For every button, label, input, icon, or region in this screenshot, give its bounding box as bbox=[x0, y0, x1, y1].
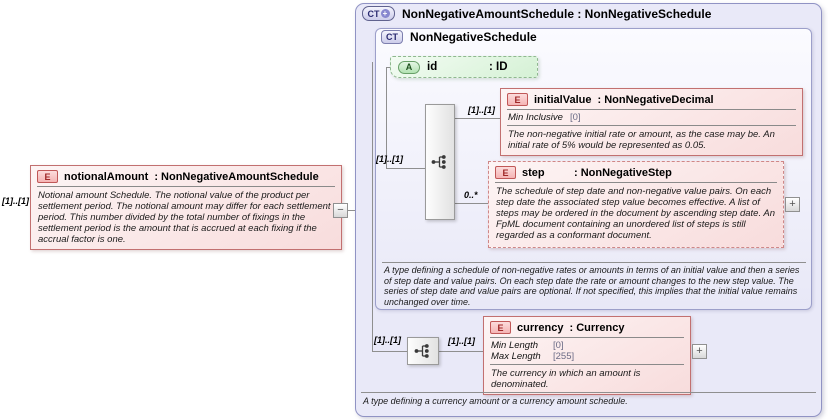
facet-value: [255] bbox=[553, 351, 575, 362]
divider bbox=[495, 182, 777, 183]
element-name: notionalAmount bbox=[64, 170, 149, 183]
element-description: Notional amount Schedule. The notional v… bbox=[38, 190, 331, 245]
element-name: currency bbox=[517, 321, 564, 334]
attribute-type: : ID bbox=[489, 61, 508, 73]
outer-panel-annotation: A type defining a currency amount or a c… bbox=[363, 396, 628, 406]
complex-type-icon: CT bbox=[381, 30, 403, 44]
element-notionalamount[interactable]: E notionalAmount : NonNegativeAmountSche… bbox=[30, 165, 342, 250]
element-type: : NonNegativeStep bbox=[574, 166, 672, 179]
element-description: The non-negative initial rate or amount,… bbox=[508, 129, 775, 151]
element-type: : NonNegativeAmountSchedule bbox=[154, 170, 319, 183]
attribute-icon: A bbox=[398, 60, 420, 74]
facet-row: Min Length [0] bbox=[491, 340, 683, 351]
connector-step-branch bbox=[455, 203, 488, 204]
complex-type-icon-label: CT bbox=[367, 8, 380, 19]
element-title-row: E initialValue : NonNegativeDecimal bbox=[501, 89, 802, 109]
divider bbox=[507, 109, 796, 110]
attribute-name: id bbox=[427, 61, 438, 73]
divider bbox=[37, 186, 335, 187]
sequence-icon bbox=[414, 344, 429, 358]
collapse-button[interactable]: − bbox=[333, 203, 348, 218]
divider bbox=[490, 364, 684, 365]
cardinality-inner-sequence: [1]..[1] bbox=[376, 154, 403, 164]
complex-type-extension-icon: CT + bbox=[362, 6, 395, 21]
element-title-row: E step : NonNegativeStep bbox=[489, 162, 783, 182]
cardinality-step: 0..* bbox=[464, 190, 478, 200]
cardinality-notionalamount: [1]..[1] bbox=[2, 196, 29, 206]
inner-panel-title-row: CT NonNegativeSchedule bbox=[381, 30, 537, 44]
connector-initialvalue-branch bbox=[455, 118, 500, 119]
sequence-compositor-inner[interactable] bbox=[425, 104, 455, 220]
cardinality-currency-right: [1]..[1] bbox=[448, 336, 475, 346]
element-title-row: E notionalAmount : NonNegativeAmountSche… bbox=[31, 166, 341, 186]
sequence-compositor-outer[interactable] bbox=[407, 337, 439, 365]
outer-panel-title: NonNegativeAmountSchedule : NonNegativeS… bbox=[402, 6, 712, 21]
element-title-row: E currency : Currency bbox=[484, 317, 690, 337]
facet-name: Min Inclusive bbox=[508, 112, 563, 123]
facet-value: [0] bbox=[570, 112, 581, 123]
element-initialvalue[interactable]: E initialValue : NonNegativeDecimal Min … bbox=[500, 88, 803, 156]
outer-panel-title-row: CT + NonNegativeAmountSchedule : NonNega… bbox=[362, 6, 711, 21]
element-description: The schedule of step date and non-negati… bbox=[496, 186, 776, 241]
connector-currency-left bbox=[372, 351, 407, 352]
complex-type-icon-label: CT bbox=[386, 32, 398, 42]
divider bbox=[490, 337, 684, 338]
facet-value: [0] bbox=[553, 340, 564, 351]
element-icon: E bbox=[37, 170, 58, 183]
connector-inner-trunk bbox=[386, 67, 387, 168]
facet-list: Min Length [0] Max Length [255] bbox=[484, 338, 690, 364]
element-icon: E bbox=[495, 166, 516, 179]
element-description: The currency in which an amount is denom… bbox=[491, 368, 641, 390]
divider bbox=[507, 125, 796, 126]
attribute-id[interactable]: A id : ID bbox=[390, 56, 538, 78]
element-name: initialValue bbox=[534, 93, 592, 106]
connector-notional-to-panel bbox=[348, 210, 355, 211]
facet-name: Max Length bbox=[491, 351, 541, 362]
annotation-divider bbox=[361, 392, 816, 393]
cardinality-currency-left: [1]..[1] bbox=[374, 335, 401, 345]
connector-currency-right bbox=[439, 351, 483, 352]
connector-sequence-branch bbox=[386, 168, 425, 169]
annotation-divider bbox=[382, 262, 806, 263]
expand-button-step[interactable]: + bbox=[785, 197, 800, 212]
element-type: : Currency bbox=[569, 321, 625, 334]
cardinality-initialvalue: [1]..[1] bbox=[468, 105, 495, 115]
element-step[interactable]: E step : NonNegativeStep The schedule of… bbox=[488, 161, 784, 248]
facet-row: Min Inclusive [0] bbox=[508, 112, 795, 123]
facet-list: Min Inclusive [0] bbox=[501, 110, 802, 125]
expand-button-currency[interactable]: + bbox=[692, 344, 707, 359]
inner-panel-annotation: A type defining a schedule of non-negati… bbox=[384, 265, 800, 307]
sequence-icon bbox=[431, 155, 446, 169]
element-name: step bbox=[522, 166, 545, 179]
element-icon: E bbox=[490, 321, 511, 334]
extension-plus-icon: + bbox=[380, 9, 390, 18]
facet-row: Max Length [255] bbox=[491, 351, 683, 362]
element-type: : NonNegativeDecimal bbox=[597, 93, 714, 106]
inner-panel-title: NonNegativeSchedule bbox=[410, 30, 537, 44]
facet-name: Min Length bbox=[491, 340, 539, 351]
element-currency[interactable]: E currency : Currency Min Length [0] Max… bbox=[483, 316, 691, 395]
connector-outer-trunk bbox=[372, 62, 373, 351]
element-icon: E bbox=[507, 93, 528, 106]
connector-id-branch bbox=[386, 67, 392, 68]
